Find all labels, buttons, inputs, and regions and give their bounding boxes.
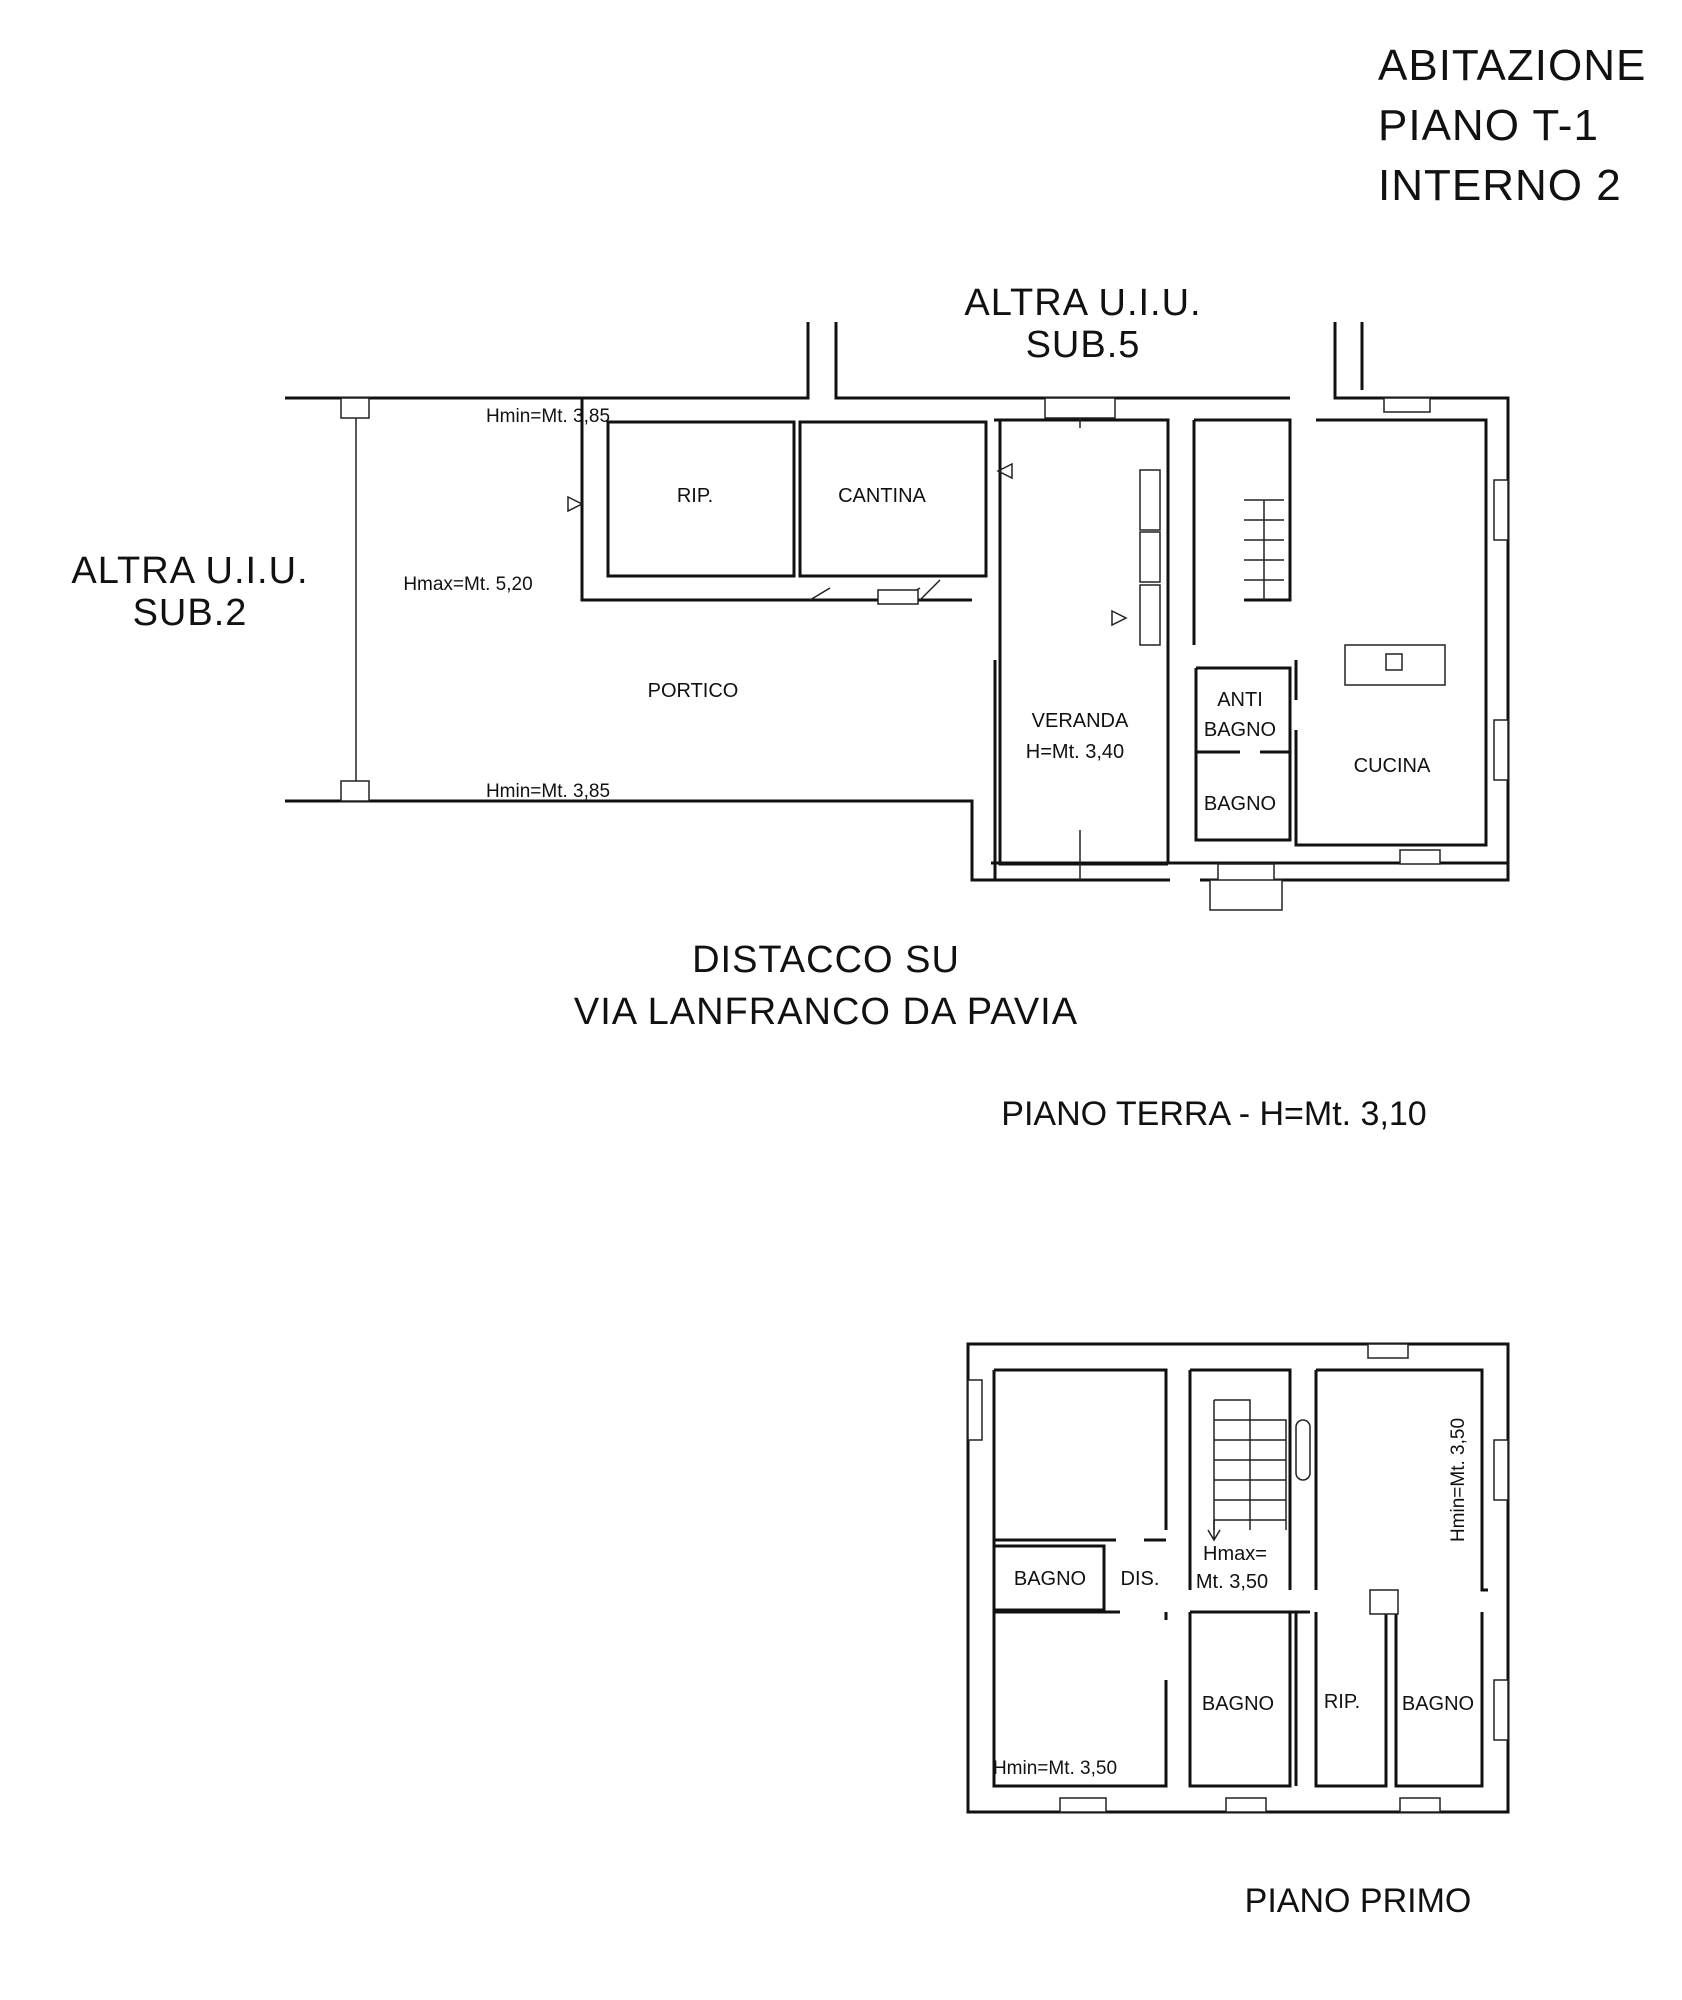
- room-dis: DIS.: [1121, 1568, 1160, 1590]
- neighbor-top-line1: ALTRA U.I.U.: [964, 282, 1201, 324]
- marker-triangle: [996, 462, 1013, 480]
- neighbor-top-line2: SUB.5: [1026, 324, 1141, 366]
- room-anti: ANTI: [1217, 689, 1263, 711]
- hmin-bottom-label: Hmin=Mt. 3,85: [486, 781, 610, 802]
- room-rip: RIP.: [677, 485, 713, 507]
- header-line1: ABITAZIONE: [1378, 41, 1646, 90]
- hmin-top-label: Hmin=Mt. 3,85: [486, 406, 610, 427]
- window: [1367, 1343, 1409, 1359]
- stairs: [1244, 499, 1284, 600]
- header-line3: INTERNO 2: [1378, 161, 1622, 210]
- window: [1399, 849, 1441, 865]
- cantina-room: [798, 420, 988, 578]
- entrance-step: [1209, 879, 1283, 911]
- veranda-height: H=Mt. 3,40: [1026, 741, 1124, 763]
- door-swing: [809, 579, 941, 601]
- window: [1399, 1797, 1441, 1813]
- header-line2: PIANO T-1: [1378, 101, 1599, 150]
- hmin-bottom-first: Hmin=Mt. 3,50: [993, 1758, 1117, 1779]
- bottom-rooms-walls: [1188, 1610, 1484, 1788]
- stairs-first: [1213, 1399, 1287, 1530]
- window: [1493, 479, 1509, 541]
- room-bagno: BAGNO: [1204, 793, 1276, 815]
- rip-room: [606, 420, 796, 578]
- cabinet: [1139, 584, 1161, 646]
- room-cantina: CANTINA: [838, 485, 926, 507]
- party-wall-stubs: [806, 322, 1364, 390]
- core-walls: [1188, 1368, 1488, 1592]
- left-rooms-walls: [992, 1368, 1168, 1788]
- window: [1493, 1439, 1509, 1501]
- hmax-label: Hmax=Mt. 5,20: [403, 574, 532, 595]
- room-portico: PORTICO: [648, 680, 739, 702]
- ground-floor-title: PIANO TERRA - H=Mt. 3,10: [1001, 1095, 1426, 1133]
- street-line1: DISTACCO SU: [692, 939, 960, 981]
- room-bagno-left: BAGNO: [1014, 1568, 1086, 1590]
- window: [1493, 719, 1509, 781]
- hmax-first-1: Hmax=: [1203, 1543, 1267, 1565]
- window: [1059, 1797, 1107, 1813]
- ground-floor-plan: Hmin=Mt. 3,85 Hmax=Mt. 5,20 Hmin=Mt. 3,8…: [285, 322, 1510, 911]
- room-veranda: VERANDA: [1032, 710, 1129, 732]
- rail: [1295, 1419, 1311, 1481]
- marker-triangle: [1111, 609, 1128, 627]
- first-floor-title: PIANO PRIMO: [1245, 1882, 1472, 1920]
- ground-outer-top: [580, 322, 1510, 865]
- room-rip-first: RIP.: [1324, 1691, 1360, 1713]
- pillar: [340, 780, 370, 802]
- room-bagno-mid: BAGNO: [1202, 1693, 1274, 1715]
- ground-outer-bottom: [582, 799, 1162, 882]
- bagno-left-room: [992, 1544, 1106, 1612]
- room-cucina: CUCINA: [1354, 755, 1431, 777]
- chimney-first: [1369, 1589, 1399, 1615]
- room-bagno-right: BAGNO: [1402, 1693, 1474, 1715]
- pillar: [340, 397, 370, 419]
- bathroom-walls: [1194, 666, 1292, 842]
- neighbor-left-line2: SUB.2: [133, 592, 248, 634]
- kitchen-walls: [1192, 418, 1488, 847]
- chimney: [1385, 653, 1403, 671]
- window: [1383, 397, 1431, 413]
- hmin-right-label: Hmin=Mt. 3,50: [1448, 1418, 1469, 1542]
- cabinet: [1139, 469, 1161, 531]
- window: [1493, 1679, 1509, 1741]
- header-block: ABITAZIONE PIANO T-1 INTERNO 2: [1378, 41, 1646, 210]
- veranda-room: [994, 418, 1170, 866]
- window: [1044, 397, 1116, 419]
- room-anti-bagno: BAGNO: [1204, 719, 1276, 741]
- window: [1225, 1797, 1267, 1813]
- window-sill: [877, 589, 919, 605]
- first-floor-plan: BAGNO DIS. Hmax= Mt. 3,50 Hmin=Mt. 3,50 …: [966, 1342, 1510, 1814]
- cantina-block-lower: [580, 420, 972, 602]
- hmax-first-2: Mt. 3,50: [1196, 1571, 1268, 1593]
- cabinet: [1139, 531, 1161, 583]
- stair-arrow: [1207, 1520, 1221, 1542]
- street-line2: VIA LANFRANCO DA PAVIA: [574, 991, 1078, 1033]
- marker-triangle: [567, 495, 584, 513]
- neighbor-left-line1: ALTRA U.I.U.: [71, 550, 308, 592]
- window: [967, 1379, 983, 1441]
